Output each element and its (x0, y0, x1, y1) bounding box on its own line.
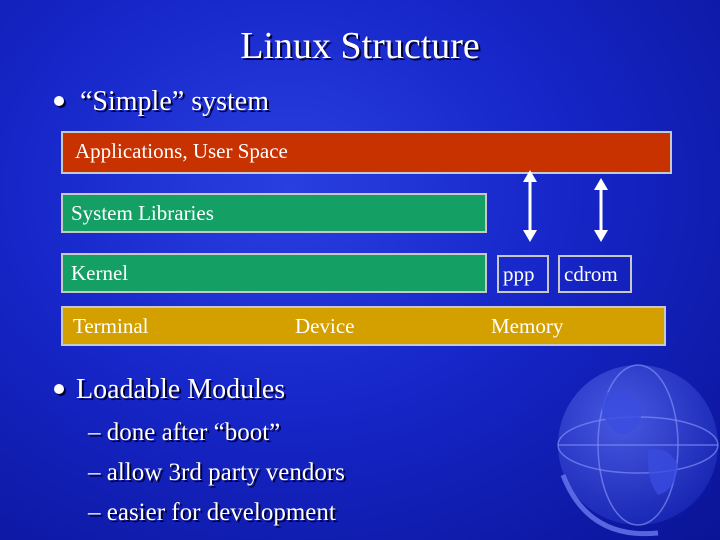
bullet-loadable-modules: Loadable Modules (76, 374, 286, 405)
block-applications-label: Applications, User Space (75, 139, 288, 163)
arrow-ppp-icon (523, 170, 537, 242)
slide-title: Linux Structure (240, 25, 480, 67)
sub-item-vendors: – allow 3rd party vendors (88, 459, 345, 486)
bullet-dot (54, 96, 64, 106)
sub-item-boot: – done after “boot” (88, 419, 281, 446)
block-drivers: Terminal Device Memory (61, 306, 666, 346)
bullet-simple-system: “Simple” system (80, 86, 269, 117)
module-cdrom: cdrom (558, 255, 632, 293)
sub-item-development: – easier for development (88, 499, 336, 526)
arrow-cdrom-icon (594, 178, 608, 242)
block-kernel: Kernel (61, 253, 487, 293)
block-system-libraries: System Libraries (61, 193, 487, 233)
block-kernel-label: Kernel (71, 261, 129, 285)
block-terminal-label: Terminal (73, 314, 149, 338)
bullet-dot (54, 384, 64, 394)
globe-icon (557, 364, 719, 537)
block-system-libraries-label: System Libraries (71, 201, 214, 225)
block-device-label: Device (295, 314, 355, 338)
block-memory-label: Memory (491, 314, 564, 338)
block-applications: Applications, User Space (61, 131, 672, 174)
module-ppp: ppp (497, 255, 549, 293)
